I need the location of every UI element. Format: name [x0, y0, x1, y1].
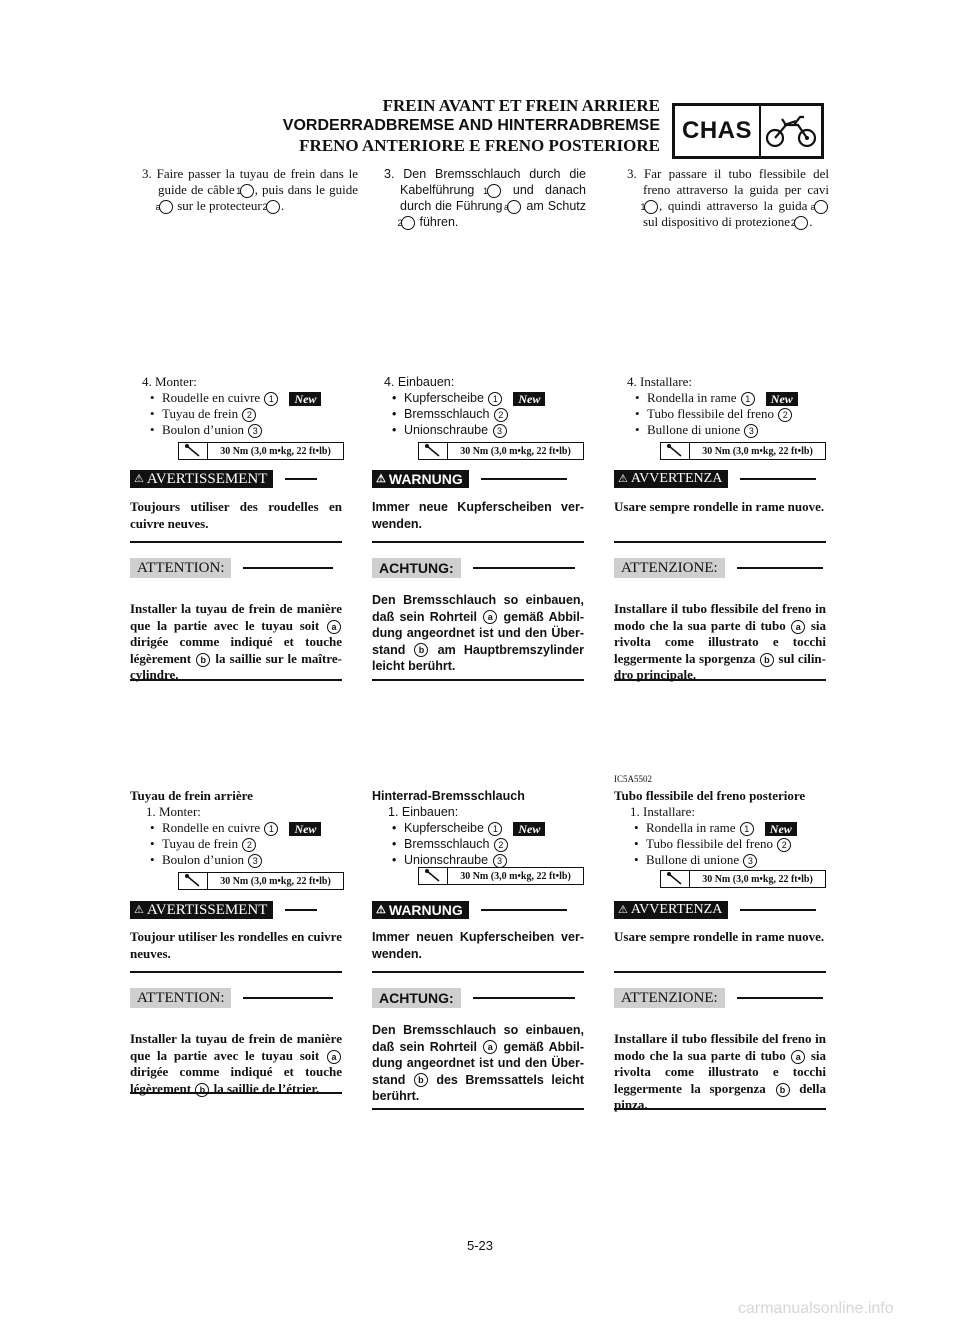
title-it: FRENO ANTERIORE E FRENO POSTERIORE: [299, 136, 660, 155]
warning-text: Toujour utiliser les rondelles en cuivre…: [130, 929, 342, 961]
it-step3: 3. Far passare il tubo flessibile del fr…: [627, 166, 829, 231]
warning-header: ⚠AVERTISSEMENT: [130, 470, 342, 488]
divider: [372, 541, 584, 543]
fr-step3: 3. Faire passer la tuyau de frein dans l…: [142, 166, 359, 215]
caution-header: ATTENZIONE:: [614, 558, 826, 578]
warning-icon: ⚠: [134, 473, 144, 485]
warning-icon: ⚠: [134, 904, 144, 916]
warning-header: ⚠WARNUNG: [372, 901, 584, 919]
caution-text: Installer la tuyau de frein de manière q…: [130, 1031, 342, 1097]
fr-rear: Tuyau de frein arrière 1. Monter: •Ronde…: [130, 788, 346, 869]
caution-header: ATTENTION:: [130, 988, 342, 1008]
list-item: •Unionschraube 3: [372, 852, 588, 868]
section-code-label: IC5A5502: [614, 774, 652, 784]
list-item: •Tuyau de frein 2: [142, 406, 358, 423]
list-item: •Tuyau de frein 2: [130, 836, 346, 853]
warning-text: Immer neuen Kupferscheiben ver-wenden.: [372, 930, 584, 961]
warning-icon: ⚠: [618, 904, 628, 916]
torque-spec: 30 Nm (3,0 m•kg, 22 ft•lb): [418, 867, 584, 885]
list-item: •Bremsschlauch 2: [384, 406, 600, 422]
warning-header: ⚠AVERTISSEMENT: [130, 901, 342, 919]
new-badge: New: [765, 392, 798, 407]
new-badge: New: [513, 391, 546, 406]
torque-spec: 30 Nm (3,0 m•kg, 22 ft•lb): [660, 442, 826, 460]
warning-text: Usare sempre rondelle in rame nuove.: [614, 929, 825, 944]
warning-text: Immer neue Kupferscheiben ver-wenden.: [372, 500, 584, 531]
list-item: •Bullone di unione 3: [627, 422, 843, 439]
divider: [614, 679, 826, 681]
title-fr: FREIN AVANT ET FREIN ARRIERE: [382, 96, 660, 115]
de-rear: Hinterrad-Bremsschlauch 1. Einbauen: •Ku…: [372, 788, 588, 868]
section-code: CHAS: [675, 106, 761, 156]
torque-spec: 30 Nm (3,0 m•kg, 22 ft•lb): [418, 442, 584, 460]
caution-header: ACHTUNG:: [372, 988, 584, 1008]
divider: [372, 679, 584, 681]
caution-text: Installare il tubo flessibile del freno …: [614, 601, 826, 682]
warning-header: ⚠AVVERTENZA: [614, 470, 826, 488]
divider: [614, 541, 826, 543]
list-item: •Unionschraube 3: [384, 422, 600, 438]
warning-icon: ⚠: [618, 473, 628, 485]
list-item: •Tubo flessibile del freno 2: [627, 406, 843, 423]
new-badge: New: [289, 392, 322, 407]
it-rear: Tubo flessibile del freno posteriore 1. …: [614, 788, 830, 869]
divider: [130, 679, 342, 681]
torque-wrench-icon: [179, 443, 208, 459]
caution-text: Installare il tubo flessibile del freno …: [614, 1031, 826, 1112]
new-badge: New: [513, 821, 546, 836]
warning-text: Toujours utiliser des roudelles en cuivr…: [130, 499, 342, 531]
list-item: •Tubo flessibile del freno 2: [614, 836, 830, 853]
torque-wrench-icon: [179, 873, 208, 889]
torque-spec: 30 Nm (3,0 m•kg, 22 ft•lb): [178, 442, 344, 460]
caution-text: Den Bremsschlauch so einbauen, daß sein …: [372, 1023, 584, 1103]
caution-header: ATTENZIONE:: [614, 988, 826, 1008]
warning-header: ⚠AVVERTENZA: [614, 901, 826, 919]
caution-header: ACHTUNG:: [372, 558, 584, 578]
warning-icon: ⚠: [376, 473, 386, 485]
torque-wrench-icon: [419, 443, 448, 459]
watermark: carmanualsonline.info: [738, 1300, 894, 1317]
warning-header: ⚠WARNUNG: [372, 470, 584, 488]
de-step3: 3. Den Bremsschlauch durch die Kabelführ…: [384, 167, 586, 230]
title-de: VORDERRADBREMSE AND HINTERRADBREMSE: [282, 117, 660, 134]
torque-spec: 30 Nm (3,0 m•kg, 22 ft•lb): [178, 872, 344, 890]
torque-wrench-icon: [661, 871, 690, 887]
divider: [372, 971, 584, 973]
divider: [614, 1108, 826, 1110]
divider: [130, 1092, 342, 1094]
caution-text: Den Bremsschlauch so einbauen, daß sein …: [372, 593, 584, 673]
page-number: 5-23: [466, 1238, 494, 1253]
torque-wrench-icon: [419, 868, 448, 884]
section-badge: CHAS: [672, 103, 824, 159]
section-title: FREIN AVANT ET FREIN ARRIERE VORDERRADBR…: [283, 96, 660, 156]
list-item: •Boulon d’union 3: [130, 852, 346, 869]
caution-header: ATTENTION:: [130, 558, 342, 578]
divider: [130, 971, 342, 973]
torque-wrench-icon: [661, 443, 690, 459]
list-item: •Bullone di unione 3: [614, 852, 830, 869]
divider: [372, 1108, 584, 1110]
new-badge: New: [764, 822, 797, 837]
list-item: •Bremsschlauch 2: [372, 836, 588, 852]
warning-icon: ⚠: [376, 904, 386, 916]
caution-text: Installer la tuyau de frein de manière q…: [130, 601, 342, 682]
divider: [614, 971, 826, 973]
new-badge: New: [289, 822, 322, 837]
torque-spec: 30 Nm (3,0 m•kg, 22 ft•lb): [660, 870, 826, 888]
motorcycle-icon: [761, 106, 821, 156]
divider: [130, 541, 342, 543]
list-item: •Boulon d’union 3: [142, 422, 358, 439]
warning-text: Usare sempre rondelle in rame nuove.: [614, 499, 825, 514]
